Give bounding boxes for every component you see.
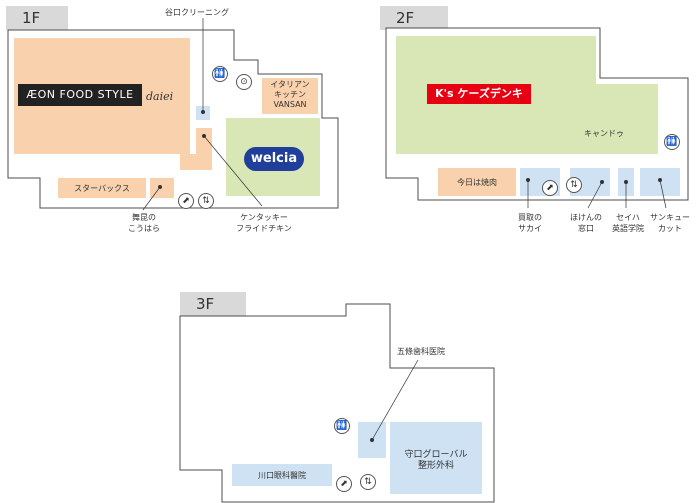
stairs-icon: ⬈ bbox=[336, 476, 352, 492]
label-hoken-madoguchi: ほけんの 窓口 bbox=[570, 213, 602, 233]
area-kyou-wa-yakiniku bbox=[438, 168, 516, 196]
floor-tag-3f: 3F bbox=[180, 292, 246, 316]
label-italian-kitchen-vansan: イタリアン キッチン VANSAN bbox=[270, 80, 310, 109]
aeon-food-style-logo: ÆON FOOD STYLE bbox=[18, 84, 142, 106]
label-kaitori-sakai: 買取の サカイ bbox=[518, 213, 542, 233]
welcia-logo: welcia bbox=[244, 147, 304, 171]
restroom-icon: 🚻 bbox=[212, 66, 228, 82]
floor-tag-2f: 2F bbox=[380, 6, 448, 30]
label-sunq-cut: サンキュー カット bbox=[650, 213, 690, 233]
area-cando bbox=[566, 112, 658, 154]
area-ks-denki-2 bbox=[596, 84, 658, 112]
label-gojo-dental: 五條歯科医院 bbox=[397, 347, 445, 356]
area-italian bbox=[262, 78, 318, 114]
elevator-icon: ⇅ bbox=[198, 193, 214, 209]
restroom-icon: 🚻 bbox=[664, 134, 680, 150]
label-moriguchi-global: 守口グローバル 整形外科 bbox=[404, 450, 468, 471]
label-kyou-wa-yakiniku: 今日は焼肉 bbox=[457, 178, 497, 187]
floor-tag-1f: 1F bbox=[6, 6, 68, 30]
label-maimi-kouhara: 舞昆の こうはら bbox=[128, 213, 160, 233]
elevator-icon: ⇅ bbox=[360, 474, 376, 490]
label-cando: キャンドゥ bbox=[584, 129, 624, 138]
nursing-room-icon: ⊙ bbox=[236, 74, 252, 90]
area-moriguchi-global bbox=[390, 422, 482, 494]
stairs-icon: ⬈ bbox=[178, 193, 194, 209]
ks-denki-logo: K's ケーズデンキ bbox=[427, 84, 531, 104]
label-kawaguchi-eye: 川口眼科醫院 bbox=[258, 471, 306, 480]
label-taniguchi-cleaning: 谷口クリーニング bbox=[165, 8, 229, 17]
label-starbucks: スターバックス bbox=[74, 184, 130, 193]
area-kfc-2 bbox=[180, 154, 202, 170]
label-kfc: ケンタッキー フライドチキン bbox=[236, 213, 292, 233]
daiei-logo: daiei bbox=[146, 90, 174, 103]
area-maimi bbox=[150, 178, 174, 198]
elevator-icon: ⇅ bbox=[566, 177, 582, 193]
label-seiha-english: セイハ 英語学院 bbox=[612, 213, 644, 233]
area-starbucks bbox=[58, 178, 146, 198]
restroom-icon: 🚻 bbox=[334, 418, 350, 434]
stairs-icon: ⬈ bbox=[542, 180, 558, 196]
area-kawaguchi-eye bbox=[232, 464, 332, 486]
